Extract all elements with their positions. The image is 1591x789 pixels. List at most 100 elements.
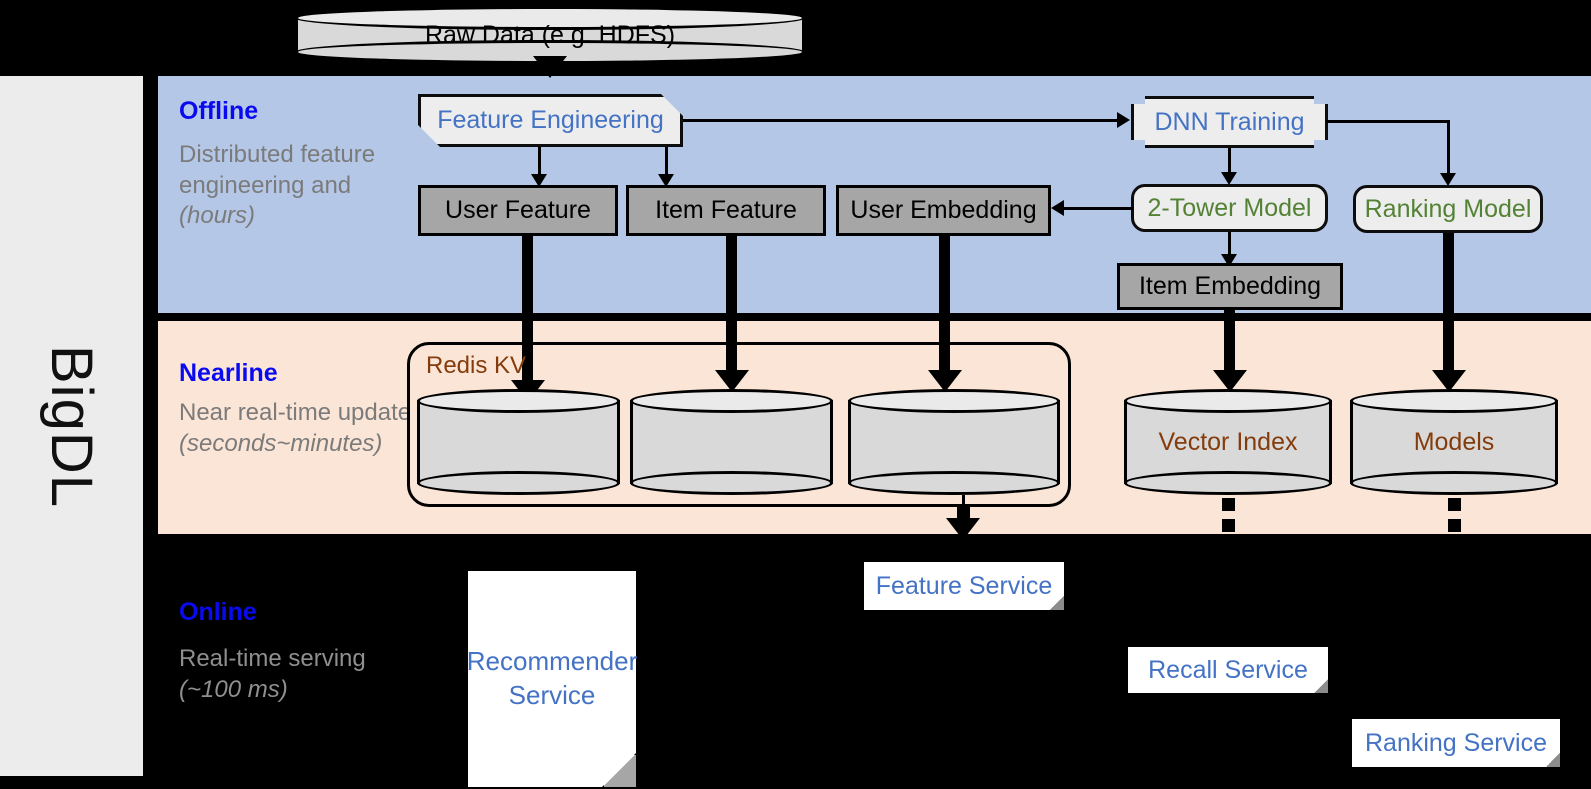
card-recommender-service[interactable]: Recommender Service bbox=[466, 571, 638, 787]
kv-cylinder-3-body bbox=[848, 400, 1060, 484]
models-cylinder[interactable]: Models bbox=[1350, 389, 1558, 495]
pipe-userembedding-kv bbox=[939, 236, 950, 378]
models-label: Models bbox=[1413, 427, 1495, 456]
models-top bbox=[1350, 389, 1558, 413]
kv-cylinder-1-bottom bbox=[417, 471, 620, 495]
kv-cylinder-2-top bbox=[630, 389, 833, 413]
kv-cylinder-2-label bbox=[630, 389, 833, 495]
arrow-dnn-twotower bbox=[1221, 172, 1237, 185]
vector-index-bottom bbox=[1124, 471, 1332, 495]
conn-fe-itemfeature bbox=[665, 147, 668, 177]
band-desc-online-text: Real-time serving bbox=[179, 645, 366, 672]
kv-cylinder-1[interactable] bbox=[417, 389, 620, 495]
node-user-embedding[interactable]: User Embedding bbox=[836, 185, 1051, 236]
dash-models-2 bbox=[1448, 519, 1461, 532]
arrow-rawdata-fe bbox=[533, 56, 567, 78]
card-ranking-service[interactable]: Ranking Service bbox=[1352, 719, 1560, 767]
kv-cylinder-3-top bbox=[848, 389, 1060, 413]
band-desc-nearline-text: Near real-time update bbox=[179, 399, 412, 426]
conn-twotower-userembedding bbox=[1063, 207, 1133, 210]
band-desc-offline-text: Distributed feature engineering and bbox=[179, 141, 376, 199]
node-ranking-model-label: Ranking Model bbox=[1364, 194, 1532, 223]
card-feature-service-label: Feature Service bbox=[875, 571, 1053, 600]
raw-data-label: Raw Data (e.g. HDFS) bbox=[424, 20, 676, 49]
vector-index-top bbox=[1124, 389, 1332, 413]
arrow-fe-dnn bbox=[1117, 112, 1130, 128]
models-bottom bbox=[1350, 471, 1558, 495]
kv-cylinder-1-body bbox=[417, 400, 620, 484]
kv-cylinder-3-label bbox=[848, 389, 1060, 495]
conn-dnn-rankingmodel-v bbox=[1447, 120, 1450, 175]
band-desc-online: Real-time serving (~100 ms) bbox=[179, 644, 394, 705]
node-item-feature-label: Item Feature bbox=[655, 196, 797, 224]
arrow-dnn-rankingmodel bbox=[1440, 173, 1456, 186]
raw-data-top bbox=[295, 6, 805, 30]
node-item-embedding[interactable]: Item Embedding bbox=[1117, 263, 1343, 310]
band-desc-nearline-emph: (seconds~minutes) bbox=[179, 429, 383, 457]
node-user-feature-label: User Feature bbox=[445, 196, 591, 224]
band-desc-offline: Distributed feature engineering and (hou… bbox=[179, 140, 394, 232]
page-fold-icon bbox=[602, 753, 636, 787]
node-dnn-training[interactable]: DNN Training bbox=[1131, 96, 1328, 148]
node-dnn-training-label: DNN Training bbox=[1154, 107, 1305, 136]
band-desc-online-emph: (~100 ms) bbox=[179, 675, 288, 703]
kv-cylinder-2[interactable] bbox=[630, 389, 833, 495]
card-recall-service[interactable]: Recall Service bbox=[1128, 647, 1328, 693]
card-ranking-service-label: Ranking Service bbox=[1364, 728, 1548, 757]
bigdl-label: BigDL bbox=[0, 76, 143, 776]
arrow-fe-itemfeature bbox=[658, 174, 674, 187]
raw-data-cylinder: Raw Data (e.g. HDFS) bbox=[295, 6, 805, 64]
pipe-itememb-vectorindex bbox=[1224, 310, 1235, 378]
arrow-kv-featureservice bbox=[946, 518, 980, 540]
dash-featureservice-1 bbox=[957, 505, 970, 518]
vector-index-body bbox=[1124, 400, 1332, 484]
arrow-userembedding-kv bbox=[928, 370, 962, 392]
node-item-feature[interactable]: Item Feature bbox=[626, 185, 826, 236]
band-desc-nearline: Near real-time update (seconds~minutes) bbox=[179, 398, 414, 459]
arrow-itememb-vectorindex bbox=[1213, 370, 1247, 392]
card-recall-service-label: Recall Service bbox=[1148, 655, 1308, 684]
card-feature-service[interactable]: Feature Service bbox=[864, 562, 1064, 610]
kv-cylinder-1-top bbox=[417, 389, 620, 413]
pipe-userfeature-kv bbox=[522, 236, 533, 388]
page-fold-icon bbox=[1314, 679, 1328, 693]
kv-cylinder-3[interactable] bbox=[848, 389, 1060, 495]
conn-dnn-twotower bbox=[1228, 148, 1231, 175]
node-user-embedding-label: User Embedding bbox=[850, 196, 1037, 224]
vector-index-cylinder[interactable]: Vector Index bbox=[1124, 389, 1332, 495]
node-ranking-model[interactable]: Ranking Model bbox=[1353, 185, 1543, 233]
node-user-feature[interactable]: User Feature bbox=[418, 185, 618, 236]
pipe-rankingmodel-models bbox=[1443, 233, 1454, 378]
band-title-nearline: Nearline bbox=[179, 359, 278, 387]
bigdl-text: BigDL bbox=[39, 344, 104, 508]
node-two-tower-model[interactable]: 2-Tower Model bbox=[1131, 184, 1328, 232]
models-body bbox=[1350, 400, 1558, 484]
redis-kv-container bbox=[407, 342, 1071, 507]
pipe-itemfeature-kv bbox=[726, 236, 737, 378]
conn-fe-userfeature bbox=[538, 147, 541, 177]
conn-fe-dnn bbox=[683, 119, 1117, 122]
kv-cylinder-3-bottom bbox=[848, 471, 1060, 495]
kv-cylinder-1-label bbox=[417, 389, 620, 495]
card-recommender-service-label: Recommender Service bbox=[466, 646, 638, 710]
dash-vectorindex-2 bbox=[1222, 519, 1235, 532]
redis-kv-label: Redis KV bbox=[426, 352, 527, 379]
band-title-online: Online bbox=[179, 598, 257, 626]
band-desc-offline-emph: (hours) bbox=[179, 202, 256, 230]
page-fold-icon bbox=[1546, 753, 1560, 767]
band-title-offline: Offline bbox=[179, 97, 259, 125]
arrow-twotower-userembedding bbox=[1051, 200, 1064, 216]
node-feature-engineering[interactable]: Feature Engineering bbox=[418, 94, 683, 147]
conn-twotower-itememb bbox=[1228, 232, 1231, 257]
kv-cylinder-2-bottom bbox=[630, 471, 833, 495]
page-fold-icon bbox=[1050, 596, 1064, 610]
bigdl-rail: BigDL bbox=[0, 76, 143, 776]
node-feature-engineering-label: Feature Engineering bbox=[437, 106, 664, 134]
node-two-tower-model-label: 2-Tower Model bbox=[1147, 193, 1312, 222]
dash-models-1 bbox=[1448, 498, 1461, 511]
arrow-rankingmodel-models bbox=[1432, 370, 1466, 392]
arrow-itemfeature-kv bbox=[715, 370, 749, 392]
conn-dnn-rankingmodel-h bbox=[1326, 120, 1450, 123]
arrow-fe-userfeature bbox=[531, 174, 547, 187]
